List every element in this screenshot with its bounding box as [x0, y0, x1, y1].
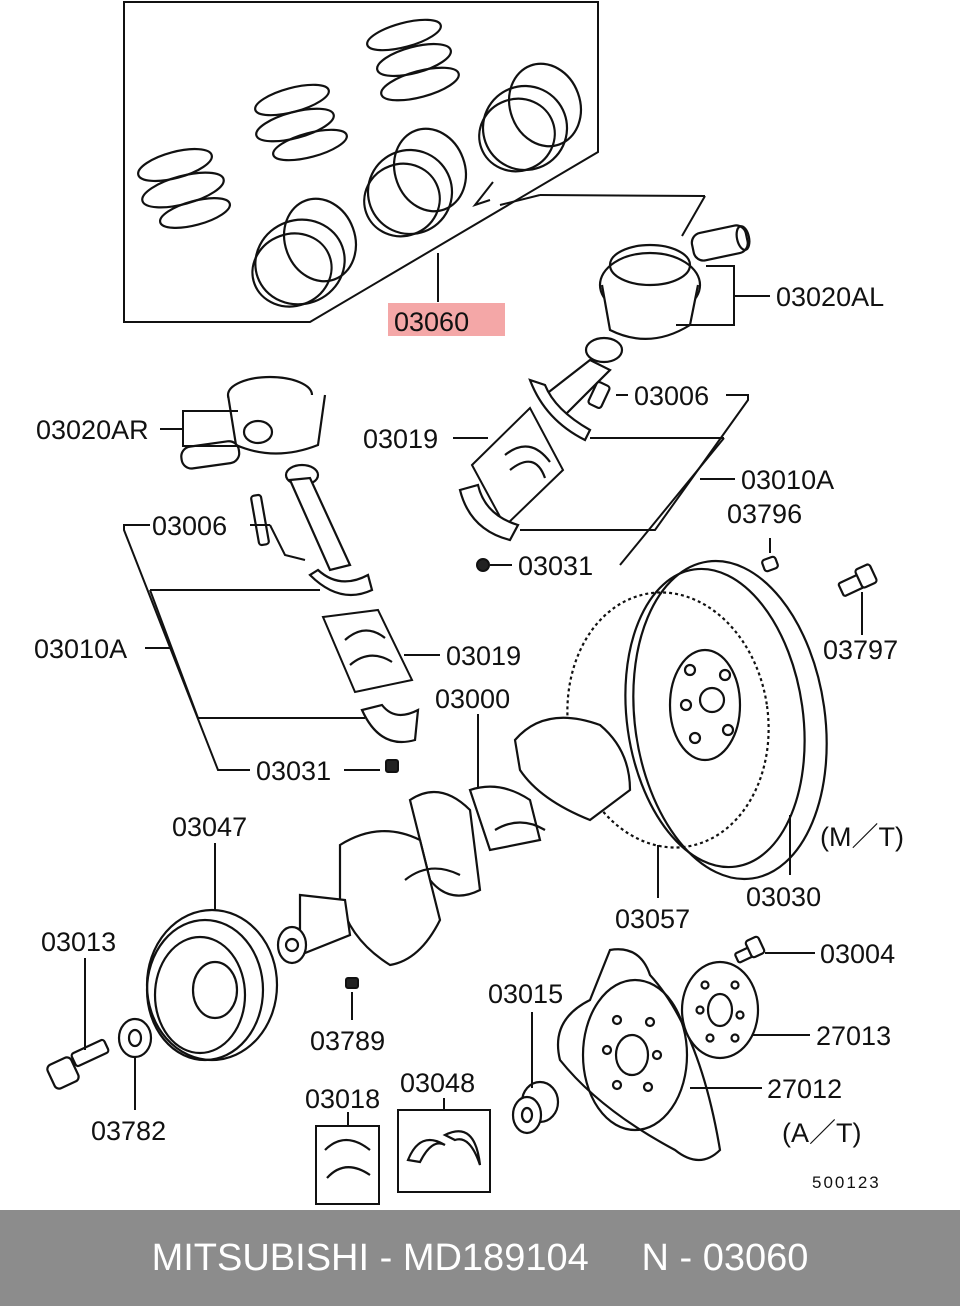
part-label-03031-lower[interactable]: 03031	[256, 756, 331, 786]
conrod-upper	[458, 336, 624, 572]
bushing-03015	[511, 1080, 560, 1135]
part-label-03020AR[interactable]: 03020AR	[36, 415, 149, 445]
footer-bar: MITSUBISHI - MD189104 N - 03060	[0, 1210, 960, 1306]
part-label-03057[interactable]: 03057	[615, 904, 690, 934]
part-label-03000[interactable]: 03000	[435, 684, 510, 714]
parts-diagram: 03060 03020AL 03020AR 03006	[34, 1, 904, 1205]
piston-ar	[180, 375, 327, 470]
note-mt: (M／T)	[820, 822, 904, 852]
part-label-03048[interactable]: 03048	[400, 1068, 475, 1098]
piston-al	[499, 194, 751, 340]
drive-plate-27012	[556, 948, 722, 1162]
part-label-03019-upper[interactable]: 03019	[363, 424, 438, 454]
dowel-pin-03796	[761, 555, 779, 573]
crank-pulley-03047	[145, 908, 279, 1062]
part-label-03010A-upper[interactable]: 03010A	[741, 465, 834, 495]
part-label-03796[interactable]: 03796	[727, 499, 802, 529]
ring-group-6	[478, 62, 582, 173]
ring-group-3	[366, 18, 460, 102]
part-label-03060[interactable]: 03060	[394, 307, 469, 337]
part-label-03010A-lower[interactable]: 03010A	[34, 634, 127, 664]
ring-gear-03057	[566, 591, 770, 849]
part-label-03797[interactable]: 03797	[823, 635, 898, 665]
part-label-03030[interactable]: 03030	[746, 882, 821, 912]
piston-ring-set-box	[123, 1, 599, 323]
part-label-03020AL[interactable]: 03020AL	[776, 282, 884, 312]
part-label-03013[interactable]: 03013	[41, 927, 116, 957]
bolt-03797	[837, 563, 878, 597]
conrod-lower	[250, 463, 420, 773]
part-label-03004[interactable]: 03004	[820, 939, 895, 969]
part-label-03782[interactable]: 03782	[91, 1116, 166, 1146]
bolt-03004	[734, 935, 766, 964]
crankshaft-03000	[276, 716, 632, 989]
part-label-03006-upper[interactable]: 03006	[634, 381, 709, 411]
ring-group-2	[254, 83, 348, 162]
part-label-03018[interactable]: 03018	[305, 1084, 380, 1114]
note-at: (A／T)	[782, 1118, 861, 1148]
part-label-03019-lower[interactable]: 03019	[446, 641, 521, 671]
part-label-27013[interactable]: 27013	[816, 1021, 891, 1051]
flywheel-mt	[624, 559, 828, 881]
part-label-03015[interactable]: 03015	[488, 979, 563, 1009]
pulley-bolt-03013	[46, 1038, 110, 1090]
ring-group-4	[251, 197, 357, 308]
ring-group-1	[137, 147, 232, 229]
part-label-27012[interactable]: 27012	[767, 1074, 842, 1104]
footer-part-info: MITSUBISHI - MD189104 N - 03060	[151, 1236, 809, 1279]
part-label-03789[interactable]: 03789	[310, 1026, 385, 1056]
main-bearing-box-03018	[315, 1125, 380, 1205]
part-label-03031-upper[interactable]: 03031	[518, 551, 593, 581]
washer-03782	[117, 1017, 153, 1059]
diagram-code: 500123	[812, 1173, 881, 1192]
ring-group-5	[363, 127, 467, 238]
highlight-box	[388, 303, 505, 336]
part-label-03006-lower[interactable]: 03006	[152, 511, 227, 541]
adapter-plate-27013	[680, 960, 760, 1060]
part-label-03047[interactable]: 03047	[172, 812, 247, 842]
